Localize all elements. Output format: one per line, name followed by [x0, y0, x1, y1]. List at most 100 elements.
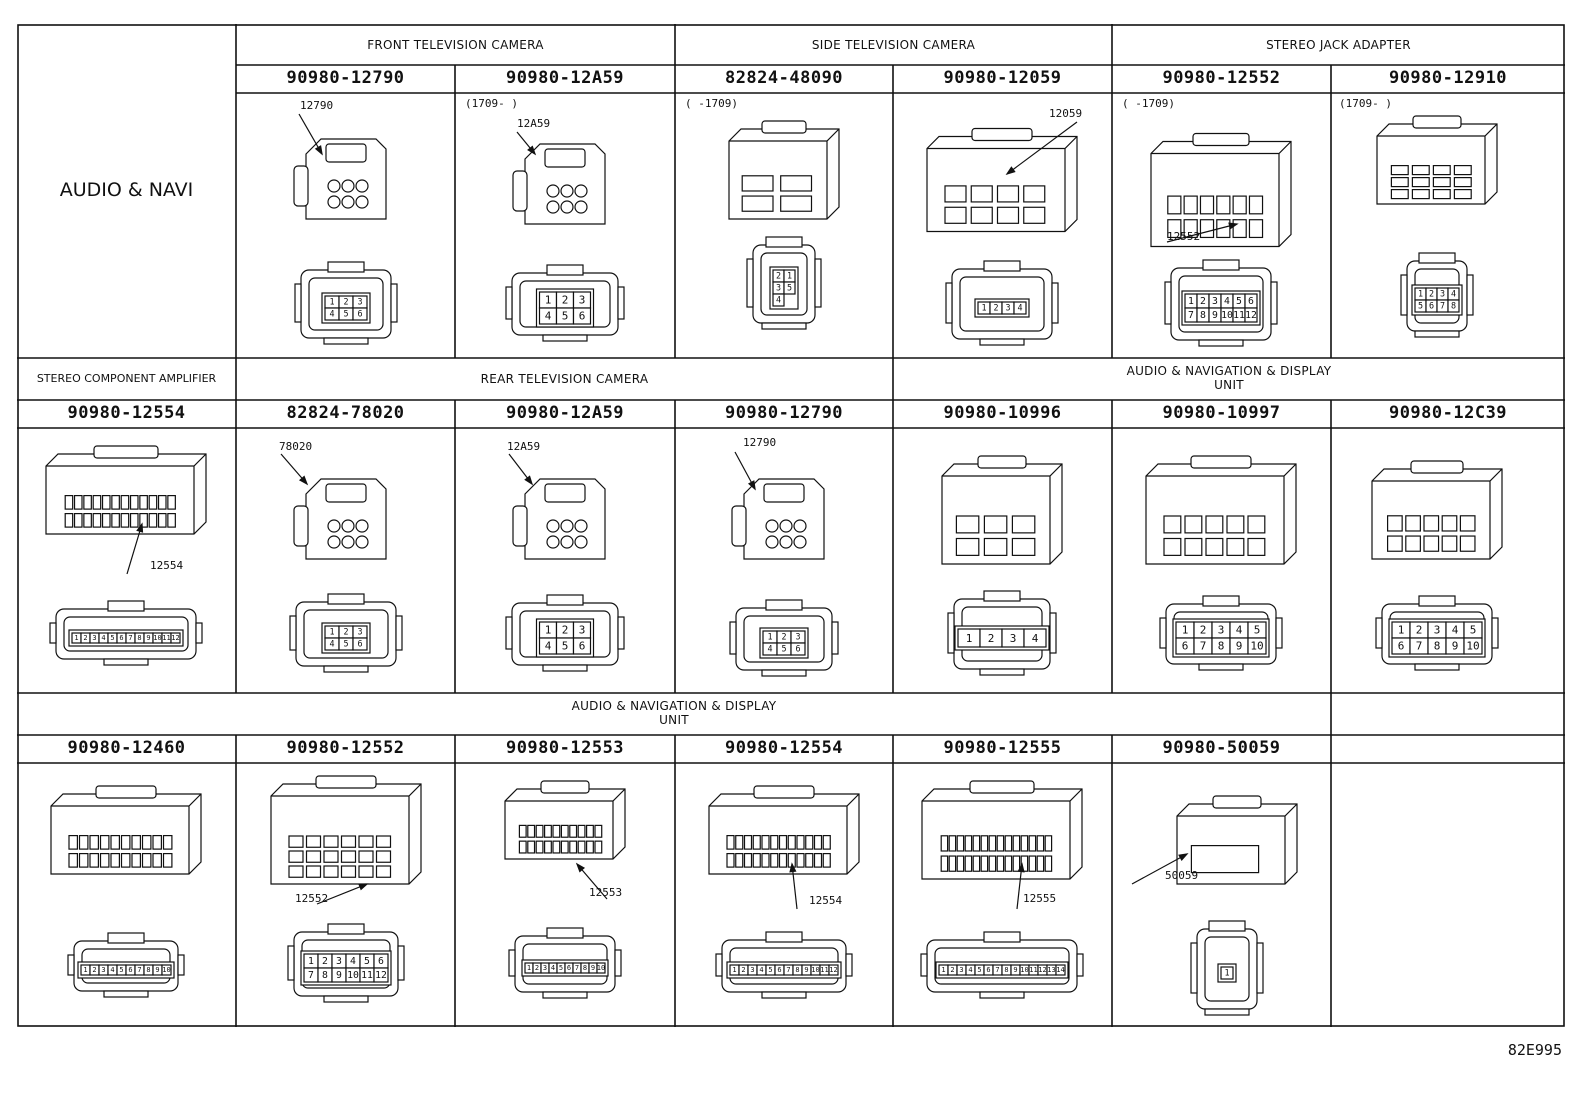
housing-cavity: [793, 519, 807, 533]
part-number: 90980-50059: [1162, 738, 1281, 758]
pin-number: 10: [597, 964, 605, 972]
header-line: UNIT: [659, 713, 689, 727]
housing-cavity: [1183, 195, 1198, 215]
pin-number: 9: [146, 634, 150, 642]
housing-cavity: [99, 834, 110, 850]
housing-cavity: [574, 519, 588, 533]
housing-cavity: [780, 175, 813, 192]
pin-number: 9: [804, 966, 808, 974]
pin-number: 2: [562, 624, 569, 637]
leader-arrow: [575, 862, 586, 873]
face-foot: [542, 991, 588, 999]
housing-cavity: [585, 840, 594, 854]
pin-number: 3: [1440, 289, 1445, 299]
housing-cavity: [327, 179, 341, 193]
pin-number: 14: [1056, 966, 1064, 974]
face-foot: [1414, 330, 1460, 338]
housing-cavity: [735, 852, 744, 868]
housing-side-lock: [293, 165, 309, 207]
face-latch: [1418, 252, 1456, 264]
pin-number: 10: [347, 970, 359, 981]
housing-cavity: [546, 200, 560, 214]
pin-number: 6: [579, 640, 586, 653]
housing-cavity: [355, 195, 369, 209]
housing-cavity: [1411, 189, 1430, 200]
pin-number: 9: [1236, 640, 1243, 653]
housing-latch: [95, 785, 157, 799]
housing-edge: [1177, 803, 1298, 884]
housing-cavity: [761, 834, 770, 850]
face-foot: [323, 337, 369, 345]
housing-cavity: [1004, 855, 1013, 872]
housing-cavity: [1023, 185, 1046, 203]
pin-cell: [352, 307, 368, 321]
housing-latch: [753, 785, 815, 799]
pin-number: 4: [545, 640, 552, 653]
part-number: 90980-12C39: [1388, 403, 1508, 423]
pin-number: 1: [527, 964, 531, 972]
pin-number: 11: [361, 970, 373, 981]
pin-number: 4: [1452, 624, 1459, 637]
pin-number: 12: [171, 634, 179, 642]
housing-cavity: [141, 852, 152, 868]
pin-cell: [572, 307, 592, 325]
housing-cavity: [948, 855, 957, 872]
housing-cavity: [1020, 835, 1029, 852]
housing-cavity: [327, 519, 341, 533]
pin-number: 4: [776, 295, 781, 305]
housing-cavity: [305, 865, 322, 878]
housing-cavity: [288, 865, 304, 878]
pin-number: 4: [968, 966, 972, 974]
face-foot: [542, 664, 588, 672]
pin-number: 6: [567, 964, 571, 972]
housing-edge: [942, 463, 1063, 564]
callout-label: 50059: [1165, 869, 1199, 882]
pin-number: 1: [767, 632, 772, 642]
pin-number: 6: [128, 966, 132, 974]
face-latch: [983, 260, 1021, 272]
callout-leader: [280, 453, 309, 486]
part-number: 90980-12552: [1162, 68, 1281, 88]
leader-arrow: [1017, 862, 1025, 873]
pin-number: 3: [776, 283, 781, 293]
face-latch: [765, 931, 803, 943]
housing-latch: [93, 445, 159, 459]
face-ear: [814, 258, 822, 308]
face-foot: [1204, 1008, 1250, 1016]
face-ear: [845, 953, 853, 977]
housing-cavity: [944, 206, 967, 224]
housing-cavity: [141, 834, 152, 850]
pin-number: 3: [336, 956, 342, 967]
housing-edge: [51, 793, 202, 874]
housing-cavity: [327, 535, 341, 549]
leader-line: [126, 523, 143, 575]
housing-cavity: [955, 515, 980, 534]
housing-latch: [544, 483, 586, 503]
part-number: 90980-12555: [943, 738, 1062, 758]
face-foot: [103, 658, 149, 666]
pin-cell: [1247, 637, 1267, 655]
pin-number: 3: [101, 966, 105, 974]
face-foot: [1414, 663, 1460, 671]
housing-cavity: [1012, 855, 1021, 872]
housing-cavity: [341, 535, 355, 549]
pin-number: 7: [995, 966, 999, 974]
housing-cavity: [726, 852, 735, 868]
pin-number: 3: [1218, 624, 1225, 637]
face-latch: [1418, 595, 1456, 607]
pin-number: 5: [119, 966, 123, 974]
face-foot: [103, 990, 149, 998]
pin-number: 4: [329, 639, 334, 649]
part-number: 90980-12460: [67, 738, 186, 758]
pin-number: 3: [1212, 296, 1218, 307]
housing-cavity: [574, 535, 588, 549]
connector-housing: [1376, 115, 1498, 205]
pin-number: 10: [153, 634, 161, 642]
housing-cavity: [1036, 835, 1045, 852]
housing-cavity: [552, 824, 561, 838]
callout-label: 12555: [1023, 892, 1057, 905]
pin-number: 7: [1416, 640, 1423, 653]
